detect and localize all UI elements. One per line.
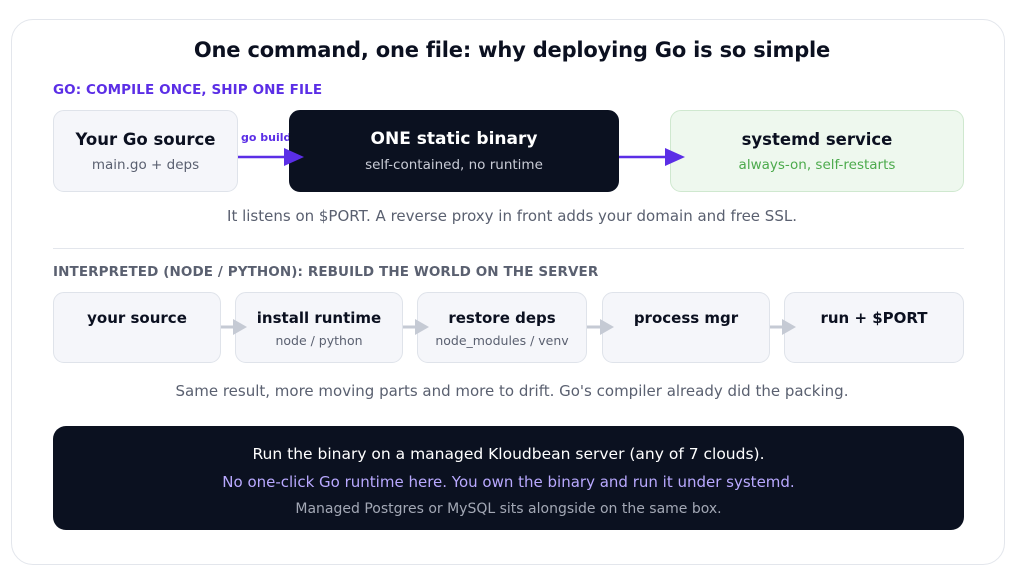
step-restore-deps: restore deps node_modules / venv	[417, 292, 587, 363]
binary-to-service-arrow	[619, 148, 685, 166]
go-build-arrow	[238, 148, 304, 166]
go-section-note: It listens on $PORT. A reverse proxy in …	[227, 207, 797, 225]
step-subtitle: node_modules / venv	[435, 333, 569, 348]
step-arrow	[221, 319, 247, 335]
callout-line-3: Managed Postgres or MySQL sits alongside…	[295, 501, 722, 517]
step-title: restore deps	[448, 309, 556, 327]
step-run-port: run + $PORT	[784, 292, 964, 363]
step-title: install runtime	[256, 309, 382, 327]
step-process-manager: process mgr	[602, 292, 770, 363]
step-title: run + $PORT	[820, 309, 928, 327]
step-title: process mgr	[633, 309, 739, 327]
callout-line-2: No one-click Go runtime here. You own th…	[222, 473, 795, 491]
go-source-node: Your Go source main.go + deps	[53, 110, 238, 192]
step-title: your source	[87, 309, 187, 327]
section-divider	[53, 248, 964, 249]
interpreted-section-label: INTERPRETED (NODE / PYTHON): REBUILD THE…	[53, 264, 599, 280]
interpreted-section-note: Same result, more moving parts and more …	[175, 382, 849, 400]
systemd-service-subtitle: always-on, self-restarts	[738, 156, 896, 173]
go-build-edge-label: go build	[241, 131, 292, 144]
go-source-subtitle: main.go + deps	[91, 156, 200, 173]
static-binary-node: ONE static binary self-contained, no run…	[289, 110, 619, 192]
kloudbean-callout: Run the binary on a managed Kloudbean se…	[53, 426, 964, 530]
go-section-label: GO: COMPILE ONCE, SHIP ONE FILE	[53, 82, 323, 98]
go-source-title: Your Go source	[75, 129, 216, 149]
static-binary-subtitle: self-contained, no runtime	[365, 157, 543, 173]
step-arrow	[587, 319, 614, 335]
step-arrow	[770, 319, 796, 335]
step-your-source: your source	[53, 292, 221, 363]
diagram-title: One command, one file: why deploying Go …	[193, 38, 831, 62]
systemd-service-title: systemd service	[741, 129, 893, 149]
step-subtitle: node / python	[275, 333, 363, 348]
step-install-runtime: install runtime node / python	[235, 292, 403, 363]
step-arrow	[403, 319, 429, 335]
systemd-service-node: systemd service always-on, self-restarts	[670, 110, 964, 192]
static-binary-title: ONE static binary	[370, 129, 538, 149]
callout-line-1: Run the binary on a managed Kloudbean se…	[252, 445, 765, 463]
